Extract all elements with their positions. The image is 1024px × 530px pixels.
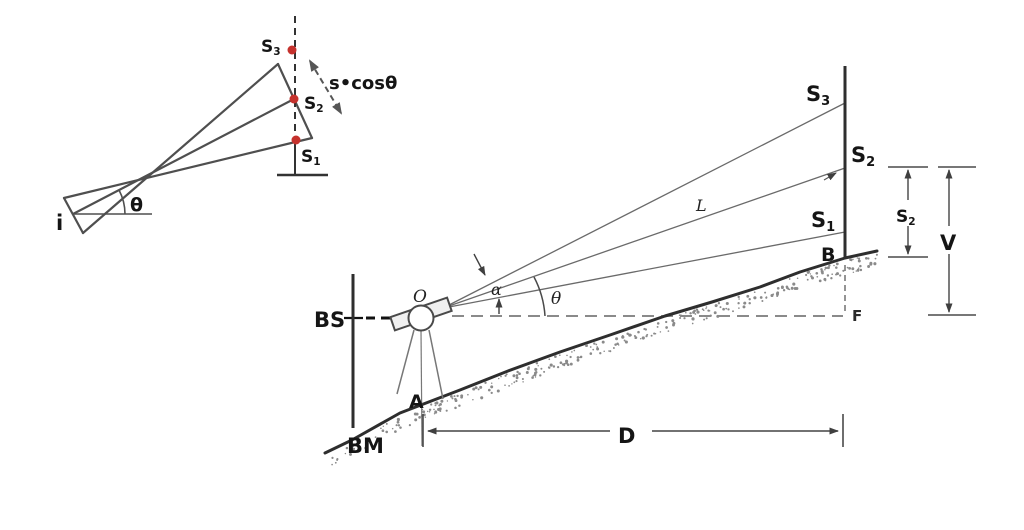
theta-arc — [533, 276, 546, 317]
ground-stipple-texture — [331, 253, 878, 466]
ground-line — [323, 249, 879, 455]
dim-label-v: V — [940, 231, 957, 255]
inset-dot-s2 — [289, 94, 299, 104]
instrument-point-label: O — [413, 287, 427, 307]
central-line-arrowhead — [823, 172, 837, 181]
main-diagram: BS BM A O α θ L S3 S2 S1 B F S2 V D — [314, 66, 976, 466]
inset-dot-s1 — [291, 135, 301, 145]
inset-instrument-height-label: i — [56, 211, 63, 235]
inset-theta-label: θ — [130, 194, 143, 216]
plumb-line — [420, 329, 423, 447]
staff-label-s2: S2 — [851, 143, 875, 170]
inset-lower-sight-line — [62, 136, 314, 200]
staff-label-s3: S3 — [806, 82, 830, 109]
instrument — [389, 296, 453, 447]
sight-line-lower-s1 — [448, 231, 846, 308]
dim-label-d: D — [618, 424, 635, 448]
inset-label-s3: S3 — [261, 37, 281, 58]
theta-label: θ — [551, 289, 561, 309]
sight-line-upper-s3 — [448, 102, 846, 306]
staff-label-s1: S1 — [811, 208, 835, 235]
staff-bottom-label: B — [821, 244, 835, 266]
sight-line-central-s2 — [448, 167, 846, 307]
benchmark-label: BM — [347, 434, 384, 458]
station-label: A — [409, 391, 424, 413]
inset-dot-s3 — [287, 45, 297, 55]
sight-length-label: L — [695, 196, 707, 215]
alpha-upper-arrow — [473, 253, 486, 276]
inset-upper-sight-line — [81, 62, 280, 235]
tripod-leg-right — [428, 329, 444, 400]
instrument-body — [407, 304, 435, 332]
inset-label-s2: S2 — [304, 94, 324, 115]
inset-eyepiece-edge — [62, 196, 85, 235]
inset-theta-arc — [118, 189, 126, 215]
backsight-label: BS — [314, 308, 345, 332]
alpha-label: α — [491, 280, 502, 299]
inset-central-sight-line — [71, 97, 296, 216]
projection-label: s•cosθ — [329, 73, 397, 94]
tripod-leg-left — [396, 329, 415, 395]
projection-double-arrow — [308, 59, 343, 115]
inset-label-s1: S1 — [301, 147, 321, 168]
dim-label-s2: S2 — [896, 207, 916, 228]
inset-diagram: S3 S2 S1 s•cosθ i θ — [56, 16, 397, 235]
foot-label: F — [852, 307, 862, 325]
